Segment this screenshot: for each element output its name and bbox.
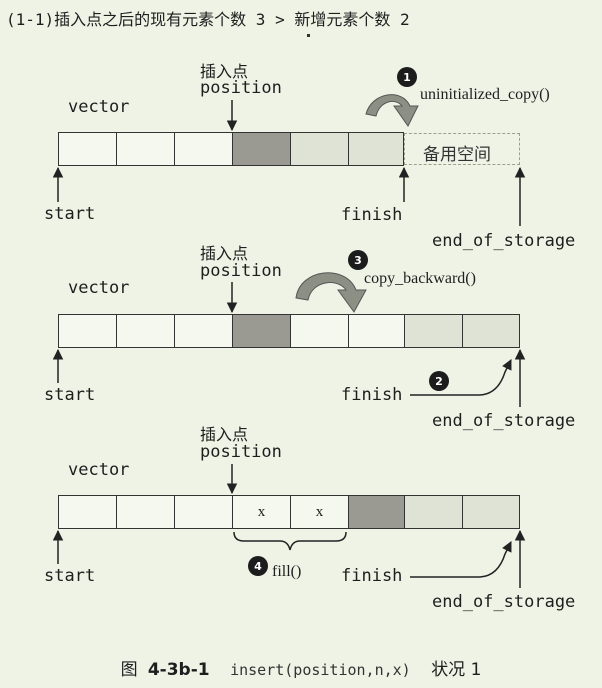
- spare-space-label: 备用空间: [423, 145, 491, 165]
- position-label: position: [200, 78, 282, 98]
- spare-space-area: [404, 133, 520, 165]
- start-label: start: [44, 566, 96, 586]
- caption-code: insert(position,n,x): [230, 661, 411, 679]
- caption-status: 状况 1: [431, 660, 482, 680]
- fill-label: fill(): [272, 563, 302, 580]
- array-cell: [462, 314, 520, 348]
- figure-caption: 图 4-3b-1 insert(position,n,x) 状况 1: [0, 655, 602, 680]
- copy-backward-label: copy_backward(): [364, 270, 476, 287]
- position-label: position: [200, 442, 282, 462]
- array-cell: [348, 132, 404, 166]
- end-of-storage-label: end_of_storage: [432, 592, 576, 612]
- start-label: start: [44, 204, 96, 224]
- array-cell: [290, 314, 348, 348]
- array-cell: [58, 314, 116, 348]
- uninitialized-copy-curve-arrow: [365, 94, 419, 127]
- vector-label: vector: [68, 460, 130, 480]
- fill-brace: [233, 531, 347, 551]
- array-cell: [116, 132, 174, 166]
- step-3-badge: 3: [348, 250, 368, 270]
- insert-point-label: 插入点: [200, 62, 249, 81]
- finish-label: finish: [341, 385, 403, 405]
- array-cell: [116, 495, 174, 529]
- array-cell: [404, 495, 462, 529]
- finish-pointer-arrow: [410, 541, 512, 578]
- array-cell: [174, 314, 232, 348]
- array-cell: [348, 495, 404, 529]
- array-cell: [462, 495, 520, 529]
- array-cell: [58, 132, 116, 166]
- array-cell: [232, 132, 290, 166]
- end-of-storage-label: end_of_storage: [432, 411, 576, 431]
- array-cell-x: x: [232, 495, 290, 529]
- vector-label: vector: [68, 278, 130, 298]
- array-cell: [174, 495, 232, 529]
- array-cell: [232, 314, 290, 348]
- finish-label: finish: [341, 205, 403, 225]
- insert-point-label: 插入点: [200, 244, 249, 263]
- array-cell: [58, 495, 116, 529]
- step-1-badge: 1: [397, 67, 417, 87]
- step-2-badge: 2: [429, 371, 449, 391]
- insert-point-label: 插入点: [200, 425, 249, 444]
- uninitialized-copy-label: uninitialized_copy(): [420, 86, 550, 103]
- copy-backward-curve-arrow: [295, 272, 367, 313]
- caption-number: 4-3b-1: [147, 660, 210, 680]
- array-cell: [290, 132, 348, 166]
- start-label: start: [44, 385, 96, 405]
- caption-fig: 图: [120, 660, 138, 680]
- array-cell: [116, 314, 174, 348]
- finish-pointer-arrow: [410, 359, 512, 396]
- array-cell: [348, 314, 404, 348]
- dot-mark: [307, 34, 310, 37]
- end-of-storage-label: end_of_storage: [432, 231, 576, 251]
- array-cell: [174, 132, 232, 166]
- array-cell: [404, 314, 462, 348]
- vector-label: vector: [68, 97, 130, 117]
- position-label: position: [200, 261, 282, 281]
- header-text: (1-1)插入点之后的现有元素个数 3 > 新增元素个数 2: [6, 10, 410, 29]
- array-cell-x: x: [290, 495, 348, 529]
- finish-label: finish: [341, 566, 403, 586]
- step-4-badge: 4: [248, 556, 268, 576]
